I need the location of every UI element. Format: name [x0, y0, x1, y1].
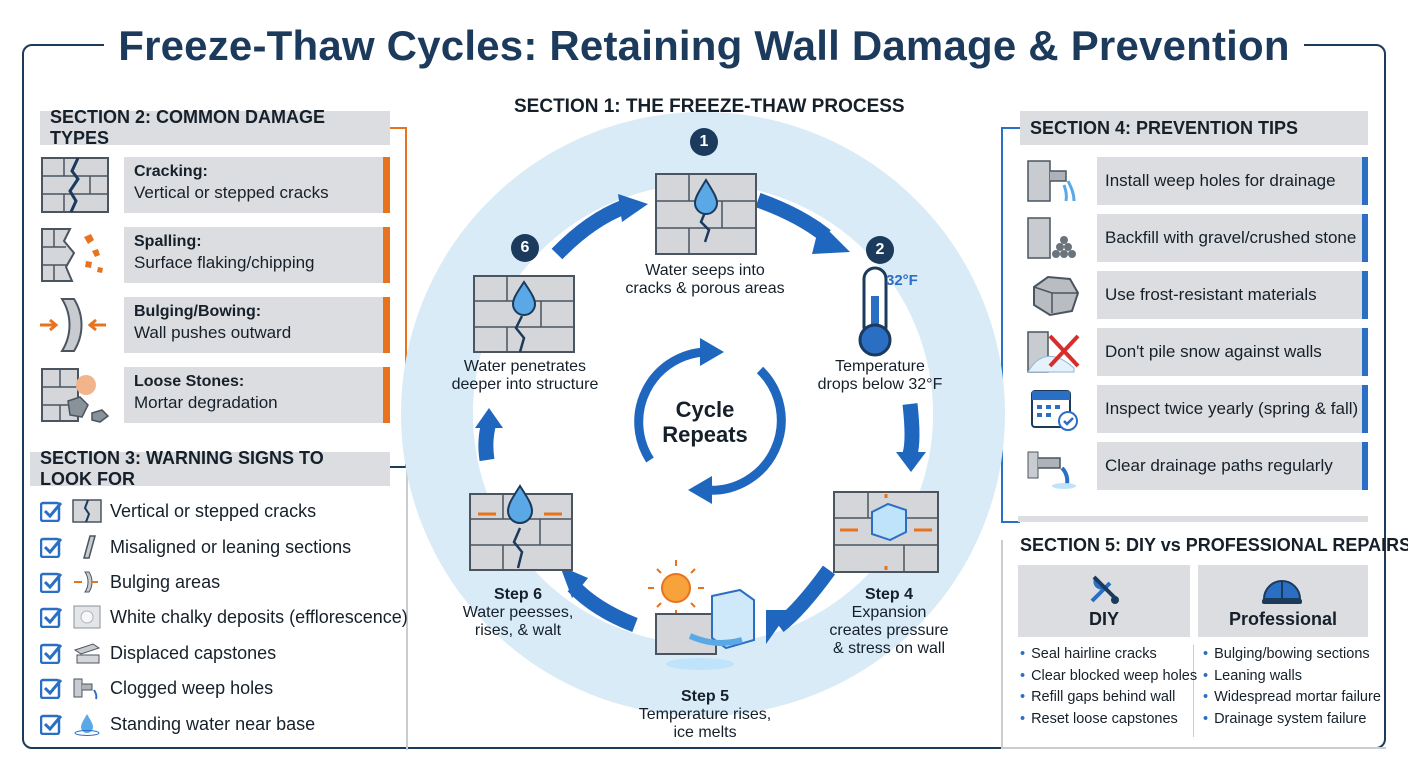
thermometer-label: 32°F [886, 272, 918, 289]
warning-item: Clogged weep holes [40, 675, 273, 701]
pipe-icon [73, 678, 98, 700]
cracked-wall-icon [41, 157, 109, 213]
prevention-item: Don't pile snow against walls [1024, 328, 1368, 376]
weep-hole-icon [1027, 160, 1076, 202]
gravel-icon [1027, 217, 1076, 259]
list-item: Widespread mortar failure [1203, 689, 1381, 711]
list-item: Seal hairline cracks [1020, 646, 1197, 668]
checkbox-icon [40, 714, 62, 735]
spalling-icon [41, 228, 103, 282]
checkbox-icon [40, 678, 62, 699]
bulge-icon [74, 571, 98, 593]
damage-item-bulging: Bulging/Bowing:Wall pushes outward [40, 297, 390, 353]
no-snow-icon [1027, 331, 1080, 373]
section1-heading: SECTION 1: THE FREEZE-THAW PROCESS [514, 96, 905, 117]
pro-list: Bulging/bowing sections Leaning walls Wi… [1203, 646, 1381, 732]
warning-item: Standing water near base [40, 711, 315, 737]
prevention-item: Backfill with gravel/crushed stone [1024, 214, 1368, 262]
damage-item-loose-stones: Loose Stones:Mortar degradation [40, 367, 390, 423]
checkbox-icon [40, 572, 62, 593]
section4-heading: SECTION 4: PREVENTION TIPS [1020, 111, 1368, 145]
checkbox-icon [40, 607, 62, 628]
diy-column-header: DIY [1018, 565, 1190, 637]
page-title: Freeze-Thaw Cycles: Retaining Wall Damag… [0, 22, 1408, 70]
warning-item: White chalky deposits (efflorescence) [40, 604, 408, 630]
checkbox-icon [40, 643, 62, 664]
stone-block-icon [1033, 275, 1080, 317]
step-badge-6: 6 [511, 234, 539, 262]
warning-item: Vertical or stepped cracks [40, 498, 316, 524]
step-badge-1: 1 [690, 128, 718, 156]
list-item: Refill gaps behind wall [1020, 689, 1197, 711]
efflorescence-icon [73, 605, 101, 629]
ice-expansion-illustration [833, 491, 939, 573]
list-item: Reset loose capstones [1020, 711, 1197, 733]
list-item: Leaning walls [1203, 668, 1381, 690]
checkbox-icon [40, 537, 62, 558]
capstone-icon [73, 643, 101, 664]
loose-stones-icon [41, 368, 110, 423]
damage-item-spalling: Spalling:Surface flaking/chipping [40, 227, 390, 283]
tools-icon [1090, 575, 1119, 604]
warning-item: Displaced capstones [40, 640, 276, 666]
section2-heading: SECTION 2: COMMON DAMAGE TYPES [40, 107, 390, 148]
step-badge-2: 2 [866, 236, 894, 264]
water-penetrates-illustration [473, 275, 575, 353]
damage-item-cracking: Cracking:Vertical or stepped cracks [40, 157, 390, 213]
hard-hat-icon [1262, 580, 1302, 604]
list-item: Drainage system failure [1203, 711, 1381, 733]
bulging-icon [40, 298, 106, 352]
water-drop-icon [74, 714, 100, 736]
step1-wall-illustration [655, 173, 757, 255]
crack-icon [72, 499, 102, 523]
prevention-item: Inspect twice yearly (spring & fall) [1024, 385, 1368, 433]
sun-melting-illustration [648, 560, 755, 670]
list-item: Bulging/bowing sections [1203, 646, 1381, 668]
calendar-icon [1031, 390, 1078, 431]
water-rising-illustration [469, 484, 573, 571]
warning-panel-border [406, 470, 408, 750]
section5-heading: SECTION 5: DIY vs PROFESSIONAL REPAIRS [1020, 535, 1408, 555]
checkbox-icon [40, 501, 62, 522]
warning-item: Bulging areas [40, 569, 220, 595]
section3-heading: SECTION 3: WARNING SIGNS TO LOOK FOR [30, 448, 390, 489]
drain-pipe-icon [1027, 451, 1076, 489]
pro-column-header: Professional [1198, 565, 1368, 637]
list-item: Clear blocked weep holes [1020, 668, 1197, 690]
section5-top-bar [1018, 516, 1368, 522]
leaning-icon [83, 535, 96, 559]
warning-item: Misaligned or leaning sections [40, 534, 351, 560]
diy-list: Seal hairline cracks Clear blocked weep … [1020, 646, 1197, 732]
prevention-item: Clear drainage paths regularly [1024, 442, 1368, 490]
prevention-item: Use frost-resistant materials [1024, 271, 1368, 319]
thermometer-icon [858, 266, 892, 357]
prevention-item: Install weep holes for drainage [1024, 157, 1368, 205]
